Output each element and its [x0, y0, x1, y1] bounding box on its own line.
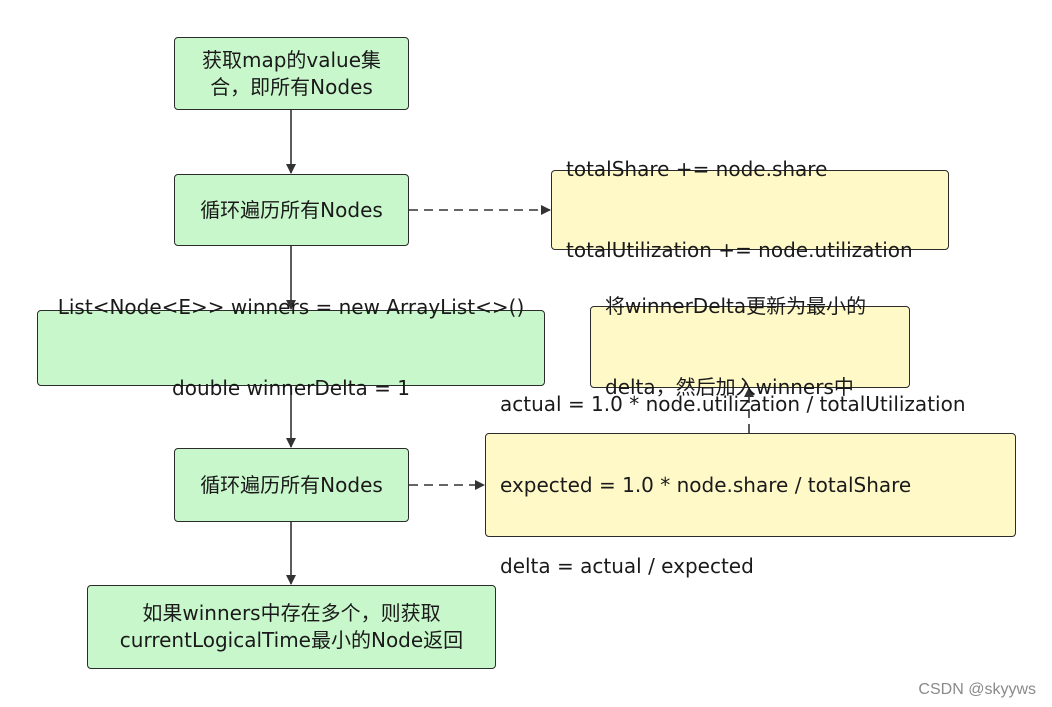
node-init: List<Node<E>> winners = new ArrayList<>(…	[37, 295, 545, 400]
node-result-line1: 如果winners中存在多个，则获取	[142, 601, 441, 625]
node-loop1: 循环遍历所有Nodes	[174, 174, 409, 246]
node-compute: actual = 1.0 * node.utilization / totalU…	[485, 392, 1016, 578]
node-loop2-text: 循环遍历所有Nodes	[200, 472, 383, 497]
node-totals: totalShare += node.share totalUtilizatio…	[551, 157, 949, 262]
node-result: 如果winners中存在多个，则获取 currentLogicalTime最小的…	[87, 585, 496, 669]
node-result-line2: currentLogicalTime最小的Node返回	[119, 628, 464, 652]
node-loop2: 循环遍历所有Nodes	[174, 448, 409, 522]
node-loop1-text: 循环遍历所有Nodes	[200, 197, 383, 222]
node-update-winner: 将winnerDelta更新为最小的 delta，然后加入winners中	[590, 294, 910, 399]
node-totals-line2: totalUtilization += node.utilization	[566, 238, 913, 262]
node-compute-line3: delta = actual / expected	[500, 553, 754, 578]
node-get-values-line2: 合，即所有Nodes	[210, 74, 373, 99]
node-update-winner-line1: 将winnerDelta更新为最小的	[605, 294, 867, 318]
node-init-line2: double winnerDelta = 1	[172, 376, 410, 400]
node-totals-line1: totalShare += node.share	[566, 157, 828, 181]
watermark: CSDN @skyyws	[918, 681, 1036, 698]
node-get-values-line1: 获取map的value集	[201, 47, 382, 72]
node-update-winner-line2: delta，然后加入winners中	[605, 375, 854, 399]
node-compute-line2: expected = 1.0 * node.share / totalShare	[500, 472, 912, 497]
node-init-line1: List<Node<E>> winners = new ArrayList<>(…	[57, 295, 525, 319]
node-get-values: 获取map的value集 合，即所有Nodes	[174, 37, 409, 110]
node-compute-line1: actual = 1.0 * node.utilization / totalU…	[500, 391, 966, 416]
